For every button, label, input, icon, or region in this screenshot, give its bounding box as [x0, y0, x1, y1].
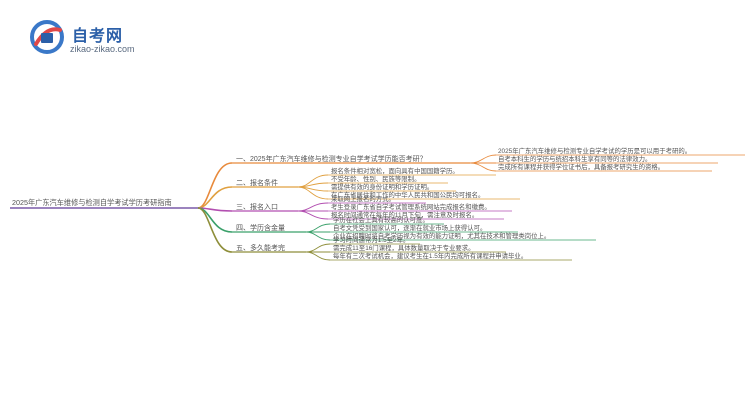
root-label: 2025年广东汽车维修与检测自学考试学历考研指南: [12, 198, 172, 207]
branch-1-connector: [197, 162, 233, 209]
branch-2-label: 二、报名条件: [236, 178, 278, 187]
branch-5-label: 五、多久能考完: [236, 243, 285, 252]
branch-4-leaf-connector: [305, 231, 331, 241]
leaf-text: 企业在招聘时将自考学历视为有效的能力证明，尤其在技术和管理类岗位上。: [333, 231, 550, 240]
leaf-text: 自考本科生的学历与统招本科生享有同等的法律效力。: [498, 154, 651, 163]
branch-2-leaf-connector: [297, 182, 329, 188]
leaf-text: 完成所有课程并获得学位证书后，具备报考研究生的资格。: [498, 162, 664, 171]
branch-1-leaf-connector: [469, 162, 497, 172]
branch-3-leaf-connector: [297, 210, 329, 220]
branch-5-leaf-connector: [305, 243, 331, 253]
leaf-text: 需完成11至16门课程，具体数量取决于专业要求。: [333, 243, 475, 252]
leaf-text: 在广东省居住和工作的中华人民共和国公民均可报名。: [331, 190, 484, 199]
branch-2-leaf-connector: [297, 186, 329, 200]
branch-4-leaf-connector: [305, 223, 331, 233]
leaf-text: 考生登录广东省自学考试管理系统网站完成报名和缴费。: [331, 202, 491, 211]
leaf-text: 报名条件相对宽松，面向具有中国国籍学历。: [331, 166, 459, 175]
branch-1[interactable]: 一、2025年广东汽车维修与检测专业自学考试学历能否考研？ 2025年广东汽车维…: [197, 146, 745, 209]
site-logo[interactable]: 自考网 zikao-zikao.com: [30, 18, 190, 58]
logo-subtitle: zikao-zikao.com: [70, 44, 135, 54]
leaf-text: 报名时间通常在每年的11月下旬，需注意及时报名。: [331, 210, 478, 219]
branch-2-leaf-connector: [297, 174, 329, 188]
branch-1-leaf-connector: [469, 154, 497, 164]
leaf-text: 采取网上报名的方式。: [331, 194, 395, 203]
branch-4[interactable]: 四、学历含金量 学历在社会上具有较高的认可度。 自考文凭受到国家认可，逐渐在就业…: [197, 207, 596, 241]
leaf-text: 需提供有效的身份证明和学历证明。: [331, 182, 433, 191]
leaf-text: 2025年广东汽车维修与检测专业自学考试的学历是可以用于考研的。: [498, 146, 691, 155]
branch-1-label: 一、2025年广东汽车维修与检测专业自学考试学历能否考研？: [236, 154, 427, 163]
branch-4-label: 四、学历含金量: [236, 223, 285, 232]
root-node[interactable]: 2025年广东汽车维修与检测自学考试学历考研指南: [10, 198, 198, 209]
leaf-text: 不受年龄、性别、民族等限制。: [331, 174, 420, 183]
leaf-text: 每年有三次考试机会，建议考生在1.5年内完成所有课程并申请毕业。: [333, 251, 527, 260]
leaf-text: 学习时间通常为1.5至2年。: [333, 235, 409, 244]
leaf-text: 自考文凭受到国家认可，逐渐在就业市场上获得认可。: [333, 223, 486, 232]
branch-5-leaf-connector: [305, 251, 331, 261]
logo-title: 自考网: [72, 28, 124, 45]
branch-3[interactable]: 三、报名入口 采取网上报名的方式。 考生登录广东省自学考试管理系统网站完成报名和…: [197, 194, 512, 220]
leaf-text: 学历在社会上具有较高的认可度。: [333, 215, 429, 224]
branch-5[interactable]: 五、多久能考完 学习时间通常为1.5至2年。 需完成11至16门课程，具体数量取…: [197, 207, 572, 261]
logo-icon: [30, 20, 64, 54]
branch-3-leaf-connector: [297, 202, 329, 212]
branch-5-connector: [197, 207, 233, 253]
branch-3-label: 三、报名入口: [236, 202, 278, 211]
